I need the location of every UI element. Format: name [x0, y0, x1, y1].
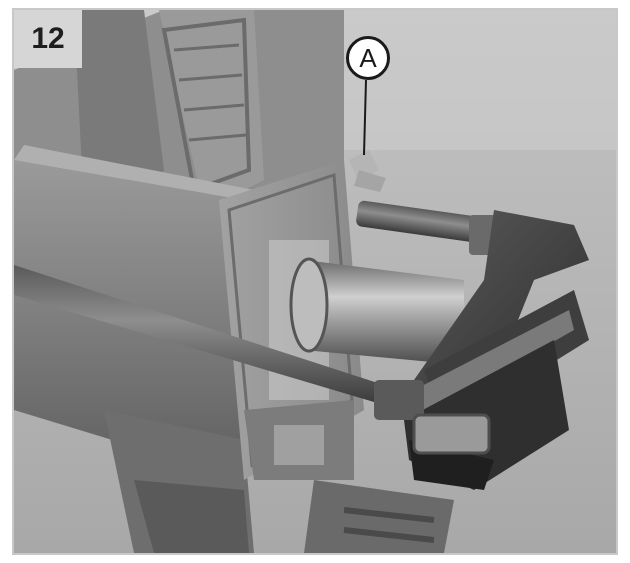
callout-a: A	[346, 36, 390, 80]
figure-frame: 12 A	[12, 8, 618, 555]
step-number-badge: 12	[14, 10, 82, 68]
machine-part-photo	[14, 10, 616, 553]
